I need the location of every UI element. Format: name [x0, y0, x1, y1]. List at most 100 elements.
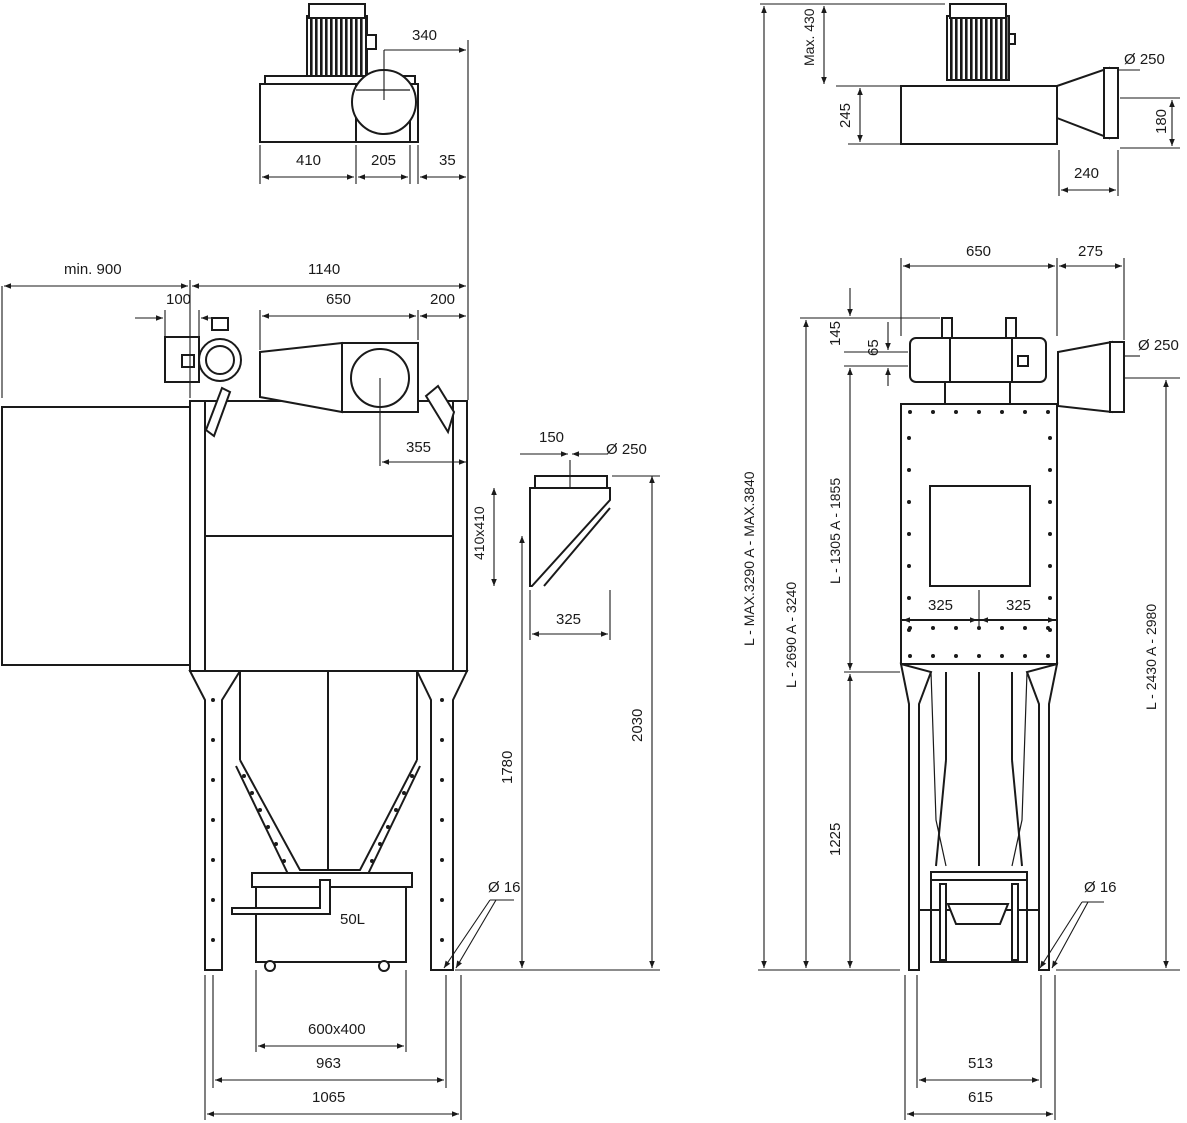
- dim-35: 35: [439, 152, 456, 169]
- rivet-dot: [440, 778, 444, 782]
- dim-963: 963: [316, 1055, 341, 1072]
- dim-145: 145: [827, 321, 844, 346]
- rivet-dot: [1023, 654, 1027, 658]
- dim-275: 275: [1078, 243, 1103, 260]
- dim-325: 325: [556, 611, 581, 628]
- rivet-dot: [274, 842, 278, 846]
- rivet-dot: [1048, 564, 1052, 568]
- dim-1225: 1225: [827, 823, 844, 856]
- dim-180: 180: [1153, 109, 1170, 134]
- rivet-dot: [1048, 468, 1052, 472]
- rivet-dot: [1048, 500, 1052, 504]
- rivet-dot: [440, 858, 444, 862]
- rivet-dot: [410, 774, 414, 778]
- rivet-dot: [440, 898, 444, 902]
- side-view-body: [899, 317, 1125, 971]
- rivet-dot: [1046, 410, 1050, 414]
- rivet-dot: [211, 858, 215, 862]
- rivet-dot: [1023, 626, 1027, 630]
- rivet-dot: [211, 778, 215, 782]
- dim-2030: 2030: [629, 709, 646, 742]
- rivet-dot: [954, 410, 958, 414]
- rivet-dot: [1000, 410, 1004, 414]
- rivet-dot: [907, 596, 911, 600]
- dim-650: 650: [326, 291, 351, 308]
- dim-lmax: L - MAX.3290 A - MAX.3840: [741, 471, 757, 646]
- side-view-dimensions: 650 275 145 65 Ø 250 L - MAX.3290 A - MA…: [741, 5, 1180, 1120]
- rivet-dot: [907, 532, 911, 536]
- dim-1065: 1065: [312, 1089, 345, 1106]
- rivet-dot: [386, 825, 390, 829]
- inlet-detail: 150 Ø 250 410x410 325: [471, 429, 660, 640]
- rivet-dot: [211, 938, 215, 942]
- rivet-dot: [1048, 532, 1052, 536]
- dim-245: 245: [837, 103, 854, 128]
- rivet-dot: [402, 791, 406, 795]
- rivet-dot: [211, 898, 215, 902]
- rivet-dot: [907, 628, 911, 632]
- rivet-dot: [931, 626, 935, 630]
- rivet-dot: [1023, 410, 1027, 414]
- rivet-dot: [211, 738, 215, 742]
- rivet-dot: [282, 859, 286, 863]
- rivet-dot: [440, 698, 444, 702]
- dim-100: 100: [166, 291, 191, 308]
- rivet-dot: [1000, 626, 1004, 630]
- dim-250-top: Ø 250: [1124, 51, 1165, 68]
- rivet-dot: [907, 436, 911, 440]
- front-view-body: 50L: [1, 317, 469, 972]
- rivet-dot: [907, 500, 911, 504]
- side-view-fan: [900, 3, 1119, 145]
- rivet-dot: [440, 938, 444, 942]
- rivet-dot: [394, 808, 398, 812]
- rivet-dot: [211, 818, 215, 822]
- top-view-fan: [259, 3, 419, 143]
- dim-240: 240: [1074, 165, 1099, 182]
- rivets: [211, 410, 1052, 942]
- rivet-dot: [954, 626, 958, 630]
- dim-anchor-16-side: Ø 16: [1084, 879, 1117, 896]
- rivet-dot: [1048, 596, 1052, 600]
- dim-1140: 1140: [308, 261, 340, 278]
- dim-205: 205: [371, 152, 396, 169]
- dim-513: 513: [968, 1055, 993, 1072]
- rivet-dot: [1048, 436, 1052, 440]
- rivet-dot: [908, 410, 912, 414]
- dim-l2430: L - 2430 A - 2980: [1143, 604, 1159, 710]
- rivet-dot: [1000, 654, 1004, 658]
- rivet-dot: [977, 654, 981, 658]
- rivet-dot: [440, 818, 444, 822]
- rivet-dot: [258, 808, 262, 812]
- rivet-dot: [977, 410, 981, 414]
- dim-250: Ø 250: [606, 441, 647, 458]
- dim-l1305: L - 1305 A - 1855: [827, 478, 843, 584]
- rivet-dot: [370, 859, 374, 863]
- rivet-dot: [211, 698, 215, 702]
- top-view-dimensions: 340 410 205 35: [259, 27, 469, 400]
- dim-min900: min. 900: [64, 261, 122, 278]
- rivet-dot: [1046, 654, 1050, 658]
- dim-325-right: 325: [1006, 597, 1031, 614]
- dim-200: 200: [430, 291, 455, 308]
- rivet-dot: [931, 410, 935, 414]
- rivet-dot: [440, 738, 444, 742]
- front-view-dimensions: min. 900 1140 100 650 200 355 1780 2030 …: [1, 261, 660, 1120]
- dim-355: 355: [406, 439, 431, 456]
- dim-1780: 1780: [499, 751, 516, 784]
- side-view-fan-dimensions: Max. 430 245 Ø 250 180 240: [760, 3, 1180, 196]
- dim-650-side: 650: [966, 243, 991, 260]
- rivet-dot: [977, 626, 981, 630]
- dim-410: 410: [296, 152, 321, 169]
- bin-label: 50L: [340, 911, 365, 928]
- dim-anchor-16: Ø 16: [488, 879, 521, 896]
- rivet-dot: [931, 654, 935, 658]
- dim-max430: Max. 430: [801, 8, 817, 66]
- rivet-dot: [266, 825, 270, 829]
- rivet-dot: [907, 468, 911, 472]
- dim-410x410: 410x410: [471, 506, 487, 560]
- rivet-dot: [242, 774, 246, 778]
- rivet-dot: [378, 842, 382, 846]
- dim-340: 340: [412, 27, 437, 44]
- rivet-dot: [907, 564, 911, 568]
